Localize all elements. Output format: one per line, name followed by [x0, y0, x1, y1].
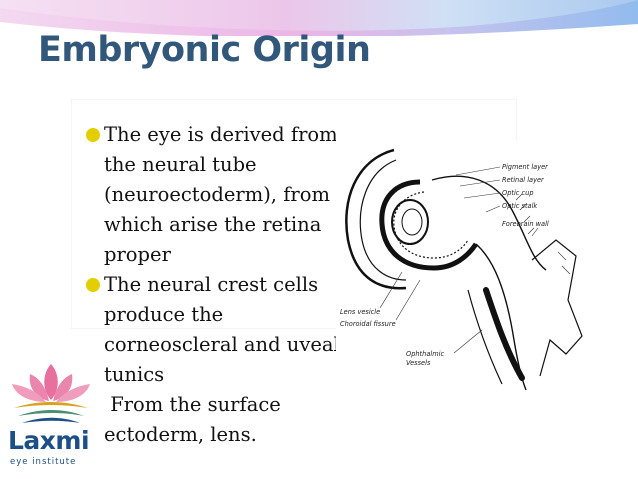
- eye-embryology-diagram: Pigment layer Retinal layer Optic cup Op…: [336, 140, 594, 394]
- logo-tagline: eye institute: [10, 457, 77, 467]
- bullet-item: From the surface ectoderm, lens.: [86, 390, 348, 450]
- label-pigment-layer: Pigment layer: [502, 163, 549, 171]
- forebrain-outline: [345, 148, 407, 290]
- bullet-item: The eye is derived from the neural tube …: [86, 120, 348, 270]
- label-ophthalmic: Ophthalmic: [406, 350, 444, 358]
- slide-title: Embryonic Origin: [38, 30, 371, 70]
- label-retinal-layer: Retinal layer: [502, 176, 545, 184]
- label-forebrain-wall: Forebrain wall: [502, 220, 549, 228]
- optic-stalk: [431, 175, 547, 271]
- diagram-drawing: Pigment layer Retinal layer Optic cup Op…: [340, 148, 583, 391]
- laxmi-logo: Laxmi eye institute: [0, 354, 102, 479]
- bullet-text: The neural crest cells produce the corne…: [104, 273, 340, 386]
- bullet-dot-icon: [86, 278, 100, 292]
- lotus-icon: [12, 364, 90, 423]
- top-banner-decoration: [0, 0, 638, 36]
- label-optic-cup: Optic cup: [502, 189, 534, 197]
- label-optic-stalk: Optic stalk: [502, 202, 538, 210]
- label-vessels: Vessels: [406, 359, 431, 367]
- bullet-item: The neural crest cells produce the corne…: [86, 270, 348, 390]
- label-choroidal-fissure: Choroidal fissure: [340, 320, 396, 328]
- bullet-dot-icon: [86, 128, 100, 142]
- bullet-text: The eye is derived from the neural tube …: [104, 123, 338, 266]
- label-lens-vesicle: Lens vesicle: [340, 308, 380, 316]
- logo-name: Laxmi: [8, 426, 90, 455]
- bullet-list: The eye is derived from the neural tube …: [86, 120, 348, 450]
- lens-vesicle-shape: [391, 199, 429, 245]
- bullet-text: From the surface ectoderm, lens.: [104, 393, 288, 446]
- optic-cup: [379, 179, 479, 271]
- ophthalmic-vessels: [483, 287, 525, 381]
